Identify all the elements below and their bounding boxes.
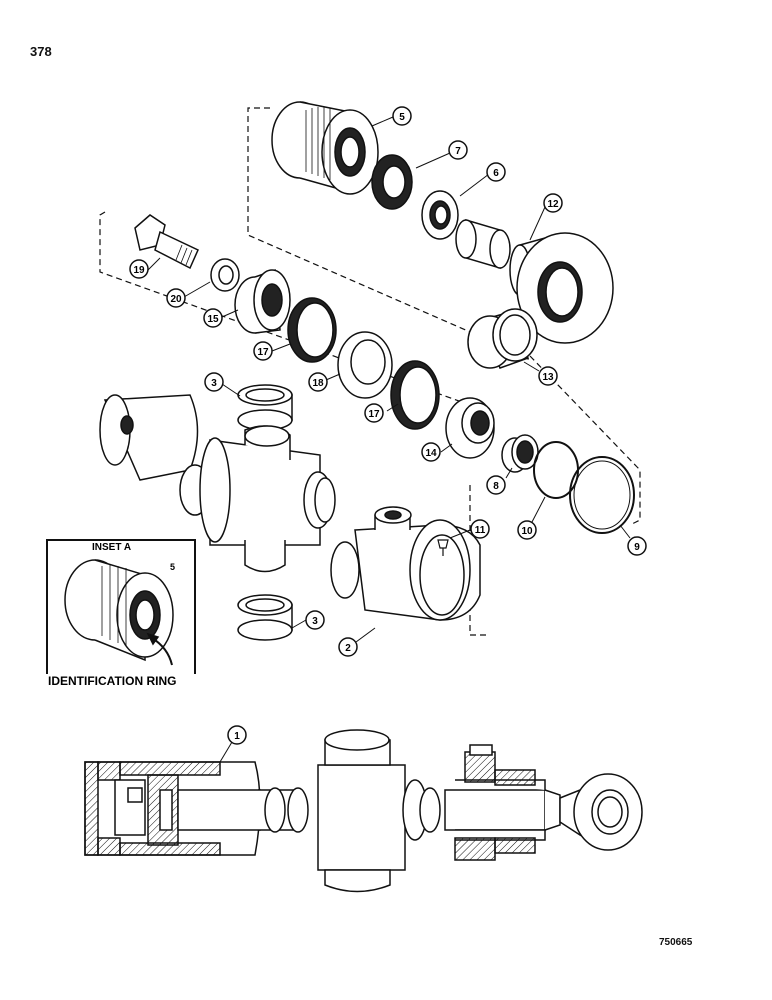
callout-12: 12 <box>543 193 563 213</box>
callout-8: 8 <box>486 475 506 495</box>
svg-text:1: 1 <box>234 731 240 742</box>
callout-17-upper: 17 <box>253 341 273 361</box>
trunnion-body <box>179 425 336 573</box>
figure-code: 750665 <box>659 937 693 948</box>
svg-text:19: 19 <box>133 265 145 276</box>
part-10-o-ring <box>533 441 579 499</box>
svg-text:14: 14 <box>425 448 437 459</box>
part-9-ring <box>569 456 635 534</box>
part-11-fitting <box>437 539 449 556</box>
callout-3-lower: 3 <box>305 610 325 630</box>
trunnion-barrel-end <box>99 394 199 481</box>
callout-3-upper: 3 <box>204 372 224 392</box>
svg-text:3: 3 <box>211 378 217 389</box>
callout-6: 6 <box>486 162 506 182</box>
inset-label: IDENTIFICATION RING <box>48 674 176 688</box>
callout-17-lower: 17 <box>364 403 384 423</box>
part-7-seal <box>371 154 413 210</box>
svg-text:2: 2 <box>345 643 351 654</box>
callout-14: 14 <box>421 442 441 462</box>
svg-text:20: 20 <box>170 294 182 305</box>
part-19-bolt <box>134 214 199 270</box>
callout-2: 2 <box>338 637 358 657</box>
svg-text:3: 3 <box>312 616 318 627</box>
svg-text:10: 10 <box>521 526 533 537</box>
svg-text:18: 18 <box>312 378 324 389</box>
svg-text:8: 8 <box>493 481 499 492</box>
inset-title: INSET A <box>92 542 131 553</box>
part-17-ring-upper <box>287 297 337 363</box>
part-13-bushing <box>467 308 538 369</box>
callout-10: 10 <box>517 520 537 540</box>
svg-text:13: 13 <box>542 372 554 383</box>
callout-11: 11 <box>470 519 490 539</box>
callout-20: 20 <box>166 288 186 308</box>
inset-a: INSET A 5 IDENTIFICATION RING <box>45 539 197 688</box>
svg-text:6: 6 <box>493 168 499 179</box>
callout-5: 5 <box>392 106 412 126</box>
svg-text:15: 15 <box>207 314 219 325</box>
callout-9: 9 <box>627 536 647 556</box>
part-8-spacer <box>501 434 539 473</box>
part-3-bushing-upper <box>237 384 293 431</box>
part-1-assembled-cylinder <box>84 729 643 893</box>
svg-text:5: 5 <box>399 112 405 123</box>
svg-text:9: 9 <box>634 542 640 553</box>
svg-text:7: 7 <box>455 146 461 157</box>
part-17-ring-lower <box>390 360 440 430</box>
part-14-piston <box>445 397 495 459</box>
callout-18: 18 <box>308 372 328 392</box>
part-2-barrel <box>330 506 481 621</box>
part-12-tube <box>455 218 511 270</box>
svg-text:17: 17 <box>257 347 269 358</box>
callout-7: 7 <box>448 140 468 160</box>
part-6-wiper <box>421 190 459 240</box>
svg-text:11: 11 <box>475 525 486 536</box>
callout-13: 13 <box>538 366 558 386</box>
inset-part-number: 5 <box>170 562 175 572</box>
part-3-bushing-lower <box>237 594 293 641</box>
part-5-gland <box>271 101 379 195</box>
svg-text:17: 17 <box>368 409 380 420</box>
part-20-washer <box>210 258 240 292</box>
leader-lines <box>147 116 631 763</box>
part-12-rod-eye <box>509 232 614 344</box>
callout-1: 1 <box>227 725 247 745</box>
part-18-piston <box>337 331 393 399</box>
callout-19: 19 <box>129 259 149 279</box>
part-15-nut <box>234 268 291 334</box>
callout-15: 15 <box>203 308 223 328</box>
svg-text:12: 12 <box>547 199 559 210</box>
page-number: 378 <box>30 44 52 59</box>
